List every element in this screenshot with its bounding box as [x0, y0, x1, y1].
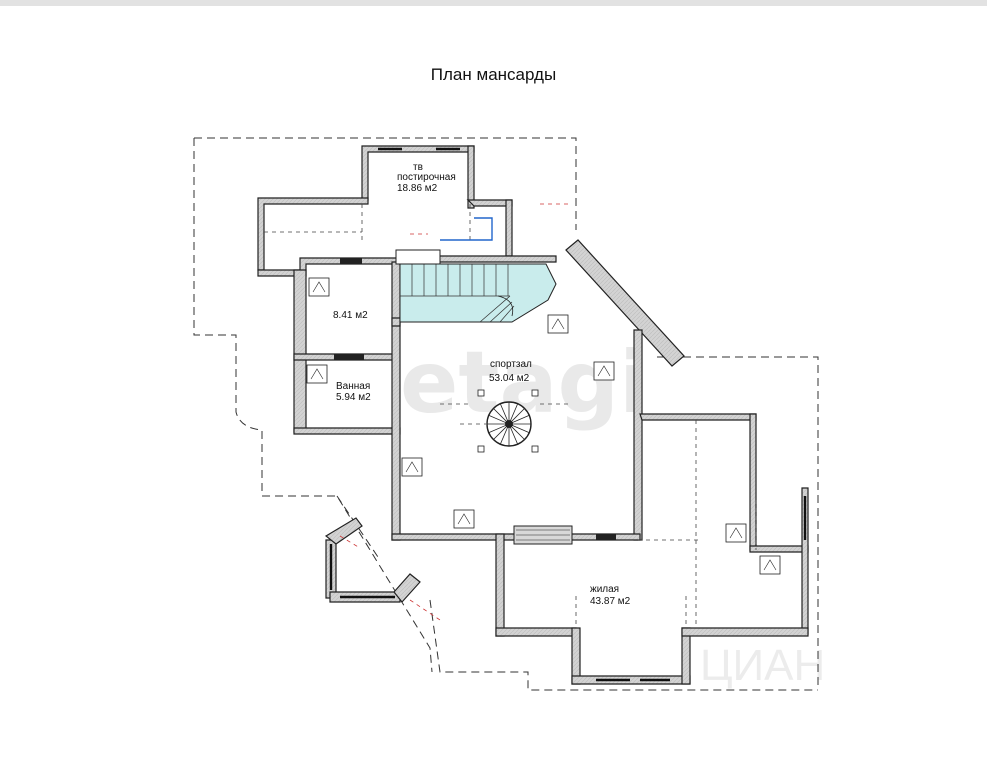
roof-windows [306, 277, 781, 575]
plan-title: План мансарды [430, 65, 557, 84]
laundry-area: 18.86 м2 [397, 183, 438, 194]
wall-windows [329, 147, 807, 682]
gym-area: 53.04 м2 [489, 373, 530, 384]
staircase [399, 263, 557, 323]
stair-entry-marker [395, 249, 441, 265]
roof-outline-left [193, 137, 819, 691]
interior-dashed-lines [264, 204, 757, 628]
living-room-name: жилая [590, 584, 619, 595]
spiral-stair-icon [486, 401, 532, 447]
floor-plan-sheet [0, 6, 987, 773]
viewer-top-bar [0, 0, 987, 6]
utility-line [440, 217, 493, 241]
red-guide-lines [339, 203, 568, 621]
column-markers [477, 389, 539, 453]
bathroom-name: Ванная [336, 381, 370, 392]
laundry-name-line2: постирочная [397, 172, 456, 183]
laundry-name-line1: тв [413, 162, 423, 173]
gym-name: спортзал [490, 359, 532, 370]
bathroom-area: 5.94 м2 [336, 392, 371, 403]
room-area-8: 8.41 м2 [333, 310, 368, 321]
room-labels: тв постирочная 18.86 м2 8.41 м2 Ванная 5… [333, 162, 631, 607]
walls [257, 145, 809, 685]
cian-watermark: ЦИАН [700, 641, 825, 690]
doors [334, 258, 616, 540]
living-room-area: 43.87 м2 [590, 596, 631, 607]
